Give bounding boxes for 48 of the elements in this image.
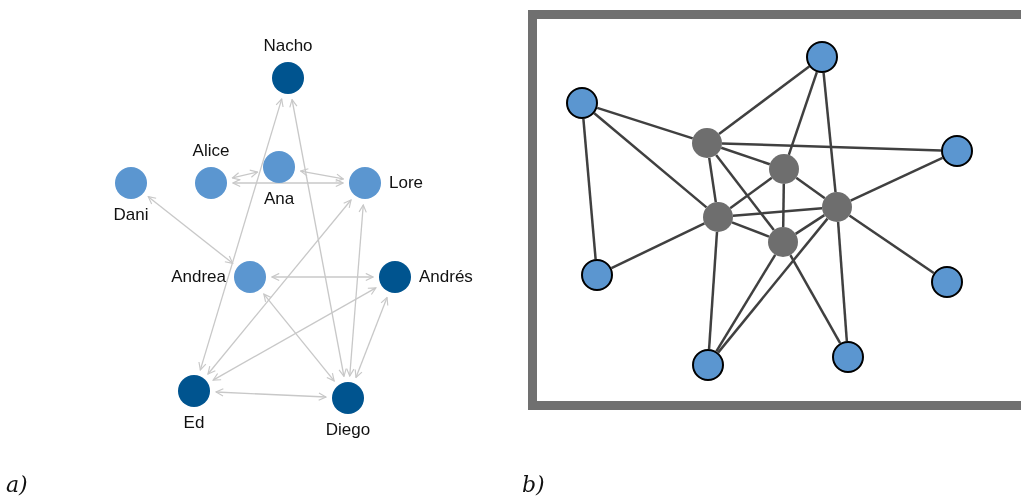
connector-line xyxy=(610,222,705,270)
connector-line xyxy=(715,154,775,231)
node-label: Dani xyxy=(113,205,149,225)
node-label: Andrés xyxy=(419,267,473,287)
arrow xyxy=(232,178,344,188)
connector-line xyxy=(836,221,849,342)
arrow xyxy=(271,272,374,282)
connector-line xyxy=(789,254,842,344)
connector-line xyxy=(732,207,823,217)
connector-line xyxy=(729,176,773,210)
connector-line xyxy=(720,146,771,166)
arrow xyxy=(207,199,352,375)
node-label: Nacho xyxy=(263,36,313,56)
connector-line xyxy=(707,157,718,203)
panel-label: a) xyxy=(6,472,28,497)
arrow xyxy=(289,98,347,378)
arrow xyxy=(198,98,284,371)
node-label: Alice xyxy=(192,141,230,161)
arrow xyxy=(231,169,259,181)
connector-line xyxy=(794,214,826,235)
node-label: Ed xyxy=(183,413,205,433)
arrow xyxy=(300,168,344,182)
connector-line xyxy=(850,156,944,202)
connector-line xyxy=(707,231,719,350)
node-label: Andrea xyxy=(171,267,226,287)
arrow xyxy=(346,204,367,377)
node-label: Ana xyxy=(263,189,295,209)
arrow xyxy=(215,388,327,401)
connector-line xyxy=(582,118,597,260)
arrow xyxy=(354,296,389,379)
panel-label: b) xyxy=(522,472,545,497)
connector-line xyxy=(787,71,819,156)
connector-line xyxy=(718,65,810,136)
arrow xyxy=(147,196,234,264)
arrow xyxy=(263,293,335,382)
node-label: Diego xyxy=(325,420,371,440)
connector-line xyxy=(721,142,942,152)
connector-line xyxy=(822,72,837,193)
connector-line xyxy=(717,217,829,354)
connector-line xyxy=(781,184,786,227)
connector-line xyxy=(848,214,935,275)
connector-line xyxy=(596,106,694,140)
connector-line xyxy=(715,254,777,352)
node-label: Lore xyxy=(389,173,424,193)
connector-line xyxy=(795,176,826,200)
connector-line xyxy=(593,112,708,209)
arrow xyxy=(212,287,377,381)
connector-line xyxy=(731,221,770,238)
